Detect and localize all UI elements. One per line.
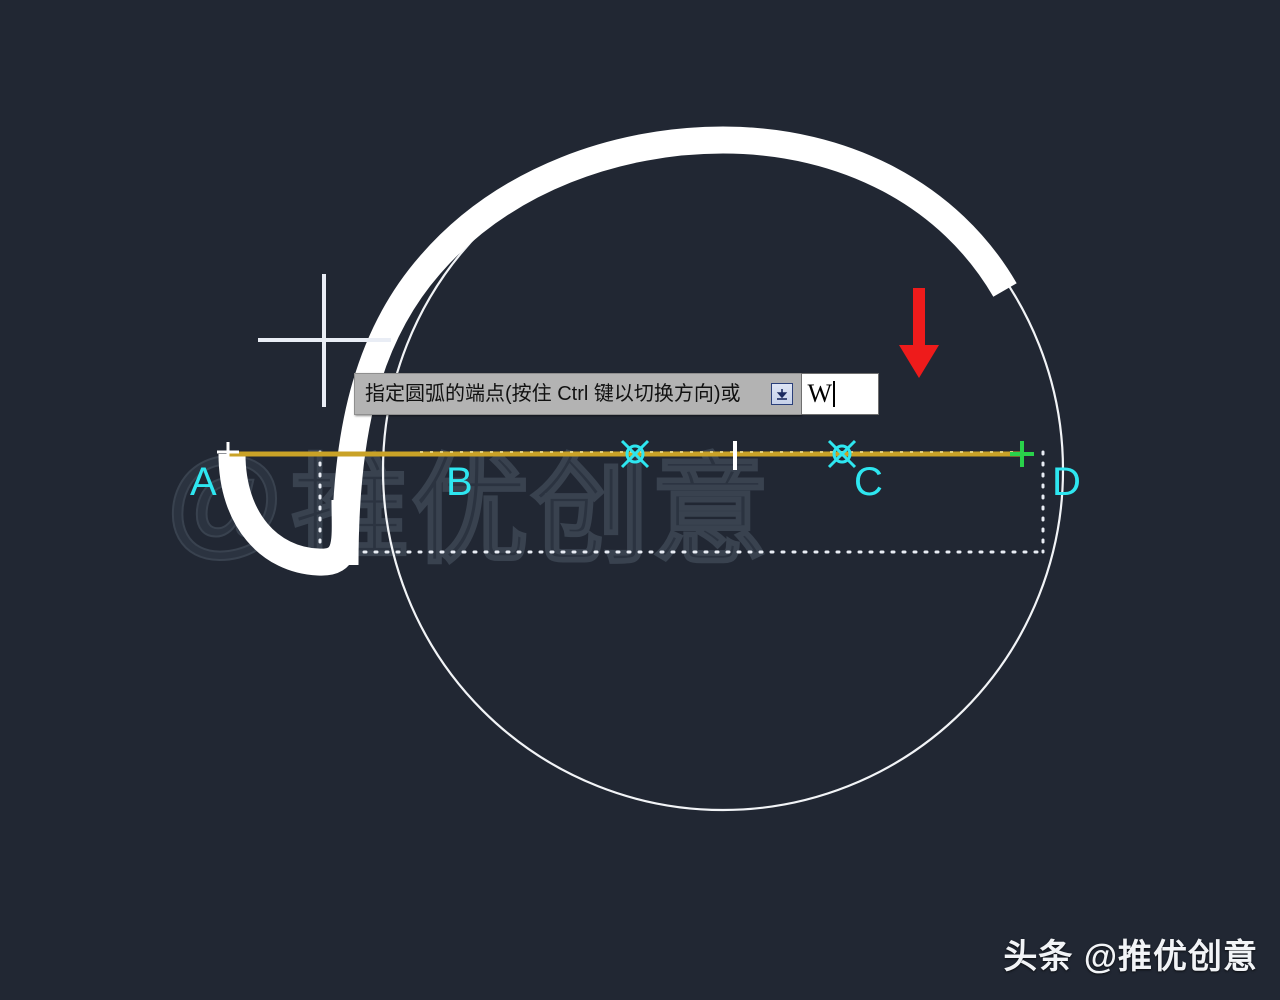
point-label-d: D bbox=[1052, 460, 1081, 504]
point-label-c: C bbox=[854, 460, 883, 504]
intersection-snap-marker bbox=[620, 439, 650, 469]
dynamic-input-tooltip[interactable]: 指定圆弧的端点(按住 Ctrl 键以切换方向)或 W bbox=[354, 373, 879, 415]
dynamic-input-prompt-text: 指定圆弧的端点(按住 Ctrl 键以切换方向)或 bbox=[365, 383, 741, 405]
endpoint-cross-marker bbox=[1010, 441, 1034, 467]
snap-marker-group bbox=[217, 439, 1034, 470]
text-caret bbox=[833, 381, 836, 407]
dynamic-input-field[interactable]: W bbox=[800, 373, 879, 415]
endpoint-cross-marker bbox=[217, 442, 239, 466]
point-label-a: A bbox=[190, 460, 217, 504]
dynamic-input-value: W bbox=[807, 379, 833, 408]
point-label-b: B bbox=[446, 460, 473, 504]
intersection-snap-marker bbox=[827, 439, 857, 469]
dynamic-input-prompt: 指定圆弧的端点(按住 Ctrl 键以切换方向)或 bbox=[354, 373, 801, 415]
footer-brand-logo: 头条 @推优创意 bbox=[1003, 938, 1258, 976]
chevron-down-icon[interactable] bbox=[770, 383, 793, 405]
dotted-bounding-box bbox=[318, 450, 1045, 554]
